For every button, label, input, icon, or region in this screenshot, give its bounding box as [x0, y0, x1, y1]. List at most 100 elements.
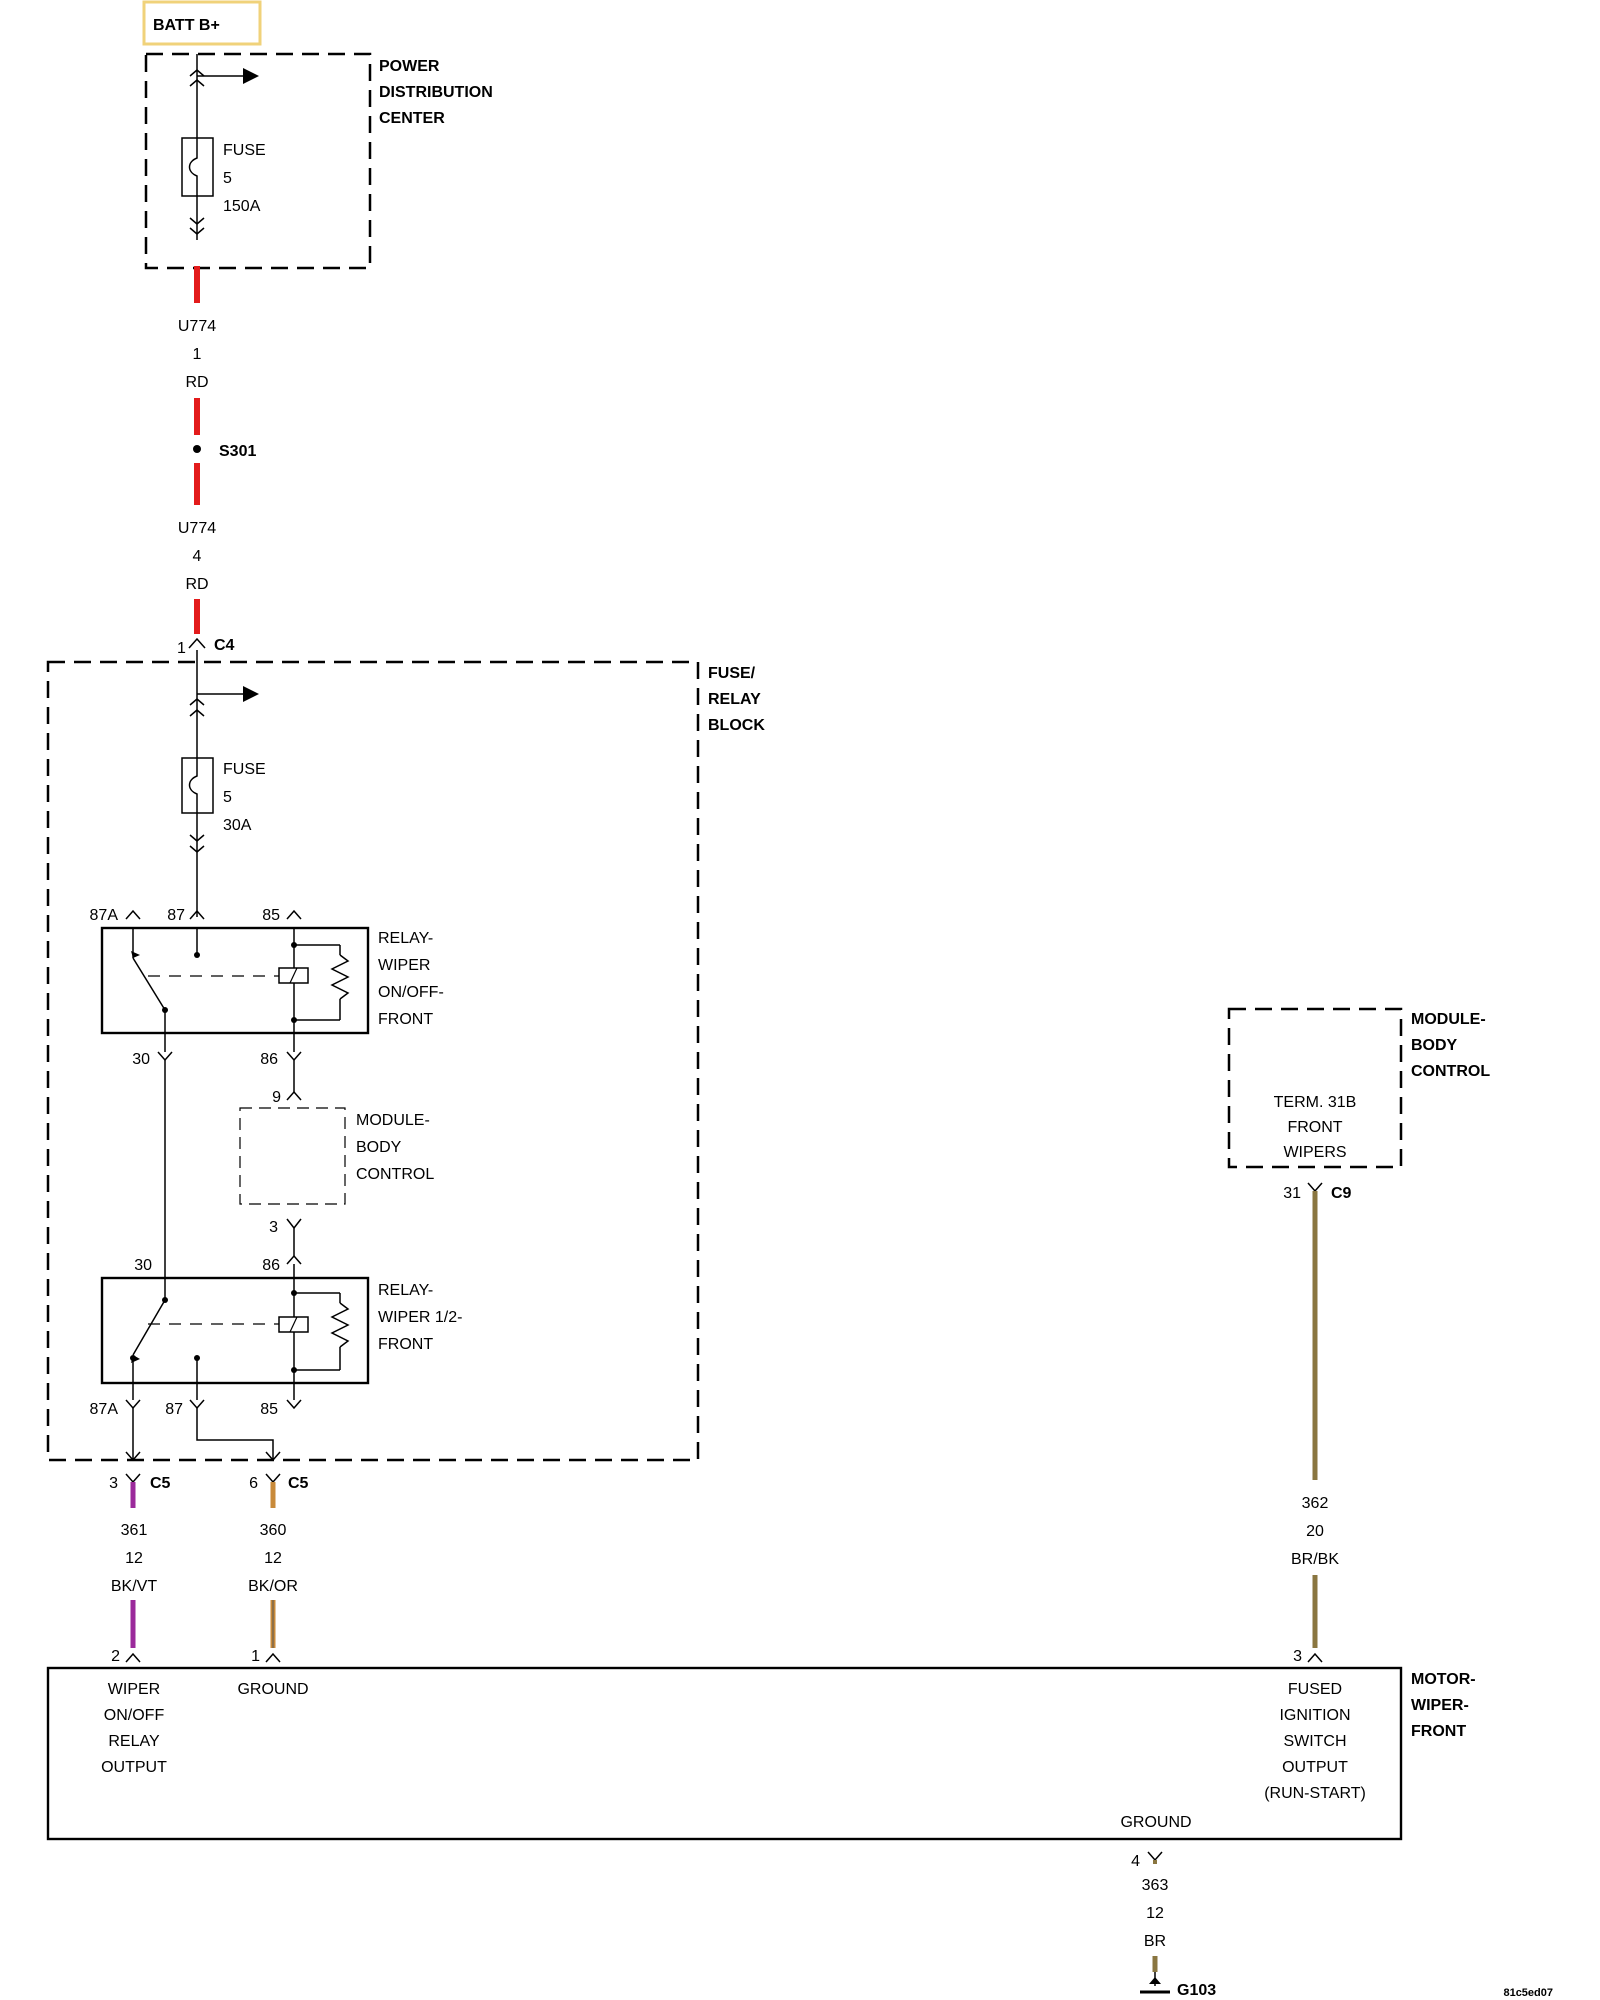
- diagram-id: 81c5ed07: [1503, 1987, 1553, 1999]
- bcm-inner-pin-9: 9: [272, 1089, 281, 1106]
- wire-u774-upper-circuit: U774: [178, 318, 216, 335]
- relay2-label-line-2: WIPER 1/2-: [378, 1309, 462, 1326]
- bcm-inner-label-line-1: MODULE-: [356, 1112, 430, 1129]
- wire-u774-lower-color: RD: [185, 576, 208, 593]
- splice-s301: S301: [193, 443, 256, 460]
- frb-title-line-1: FUSE/: [708, 665, 756, 682]
- ground-g103: G103: [1140, 1972, 1216, 1999]
- wire-363-circuit: 363: [1142, 1877, 1169, 1894]
- frb-title-line-3: BLOCK: [708, 717, 765, 734]
- frb-fuse-label: FUSE: [223, 761, 266, 778]
- c9-name: C9: [1331, 1185, 1352, 1202]
- wire-362-circuit: 362: [1302, 1495, 1329, 1512]
- bcm-right-title-line-3: CONTROL: [1411, 1063, 1490, 1080]
- ground-label: G103: [1177, 1982, 1216, 1999]
- relay1-pin-85: 85: [262, 907, 280, 924]
- wire-363-color: BR: [1144, 1933, 1166, 1950]
- motor-pin4-label: GROUND: [1120, 1814, 1191, 1831]
- wire-360: 360 12 BK/OR: [248, 1482, 298, 1648]
- relay-wiper-on-off-front: 87A 87 85 RELAY- WIPER: [90, 907, 444, 1068]
- pdc-feed-arrow: [243, 68, 259, 84]
- motor-pin1-label: GROUND: [237, 1681, 308, 1698]
- relay2-pin-85: 85: [260, 1401, 278, 1418]
- wire-361-gauge: 12: [125, 1550, 143, 1567]
- frb-boundary: [46, 660, 700, 1462]
- relay1-pin-86: 86: [260, 1051, 278, 1068]
- bcm-right-inner-line-2: FRONT: [1287, 1119, 1342, 1136]
- c5a-name: C5: [150, 1475, 171, 1492]
- connector-c5-pin-6: 6 C5: [249, 1473, 309, 1492]
- relay2-87-exit-wire: [196, 1408, 274, 1460]
- motor-pin2-label-line-2: ON/OFF: [104, 1707, 165, 1724]
- relay1-label-line-2: WIPER: [378, 957, 430, 974]
- pdc-fuse-rating: 150A: [223, 198, 261, 215]
- wire-362: 362 20 BR/BK: [1291, 1191, 1339, 1648]
- motor-pin3-label-line-1: FUSED: [1288, 1681, 1342, 1698]
- c5b-name: C5: [288, 1475, 309, 1492]
- wire-363: 363 12 BR: [1142, 1860, 1169, 1972]
- bcm-inner-pin-3: 3: [269, 1219, 278, 1236]
- pdc-title-line-1: POWER: [379, 58, 440, 75]
- wire-360-gauge: 12: [264, 1550, 282, 1567]
- relay2-label-line-1: RELAY-: [378, 1282, 433, 1299]
- module-body-control-right: MODULE- BODY CONTROL TERM. 31B FRONT WIP…: [1227, 1007, 1490, 1169]
- wire-360-circuit: 360: [260, 1522, 287, 1539]
- pdc-fuse-number: 5: [223, 170, 232, 187]
- bcm-right-inner-line-1: TERM. 31B: [1274, 1094, 1357, 1111]
- c4-pin: 1: [177, 640, 186, 657]
- batt-b-plus-source: BATT B+: [142, 0, 262, 46]
- wire-360-color: BK/OR: [248, 1578, 298, 1595]
- frb-fuse-number: 5: [223, 789, 232, 806]
- motor-wiper-front: 2 1 3 MOTOR- WIPER- FRONT WIPER ON/OFF R…: [46, 1648, 1476, 1870]
- frb-title-line-2: RELAY: [708, 691, 761, 708]
- relay1-pin-30: 30: [132, 1051, 150, 1068]
- c5a-pin: 3: [109, 1475, 118, 1492]
- motor-pin2-label-line-4: OUTPUT: [101, 1759, 167, 1776]
- relay2-pin-30: 30: [134, 1257, 152, 1274]
- connector-c5-pin-3: 3 C5: [109, 1473, 171, 1492]
- bcm-right-inner-line-3: WIPERS: [1283, 1144, 1346, 1161]
- relay1-label-line-4: FRONT: [378, 1011, 433, 1028]
- splice-label: S301: [219, 443, 256, 460]
- wire-u774-upper: U774 1 RD: [178, 266, 216, 435]
- ground-arrow: [1149, 1977, 1161, 1984]
- wire-362-color: BR/BK: [1291, 1551, 1339, 1568]
- batt-label-box: [142, 0, 262, 46]
- wire-u774-lower-circuit: U774: [178, 520, 216, 537]
- frb-fuse-rating: 30A: [223, 817, 252, 834]
- motor-pin3-label-line-4: OUTPUT: [1282, 1759, 1348, 1776]
- c4-name: C4: [214, 637, 235, 654]
- wire-u774-lower-gauge: 4: [193, 548, 202, 565]
- c5b-pin: 6: [249, 1475, 258, 1492]
- bcm-right-title-line-2: BODY: [1411, 1037, 1458, 1054]
- motor-body: [46, 1666, 1403, 1841]
- wire-361-circuit: 361: [121, 1522, 148, 1539]
- pdc-title-line-2: DISTRIBUTION: [379, 84, 493, 101]
- motor-pin-4: 4: [1131, 1853, 1140, 1870]
- c9-pin: 31: [1283, 1185, 1301, 1202]
- bcm-right-boundary: [1227, 1007, 1403, 1169]
- relay-wiper-half-front: 30 86 RELAY- WIPER: [90, 1257, 463, 1418]
- motor-pin-2: 2: [111, 1648, 120, 1665]
- wire-u774-upper-color: RD: [185, 374, 208, 391]
- motor-pin2-label-line-3: RELAY: [108, 1733, 160, 1750]
- motor-pin3-label-line-2: IGNITION: [1279, 1707, 1350, 1724]
- frb-feed-arrow: [243, 686, 259, 702]
- module-body-control-inner: 9 MODULE- BODY CONTROL 3: [239, 1060, 434, 1265]
- pdc-boundary: [144, 52, 372, 270]
- wire-u774-lower: U774 4 RD: [178, 463, 216, 634]
- power-distribution-center: POWER DISTRIBUTION CENTER FUSE 5 150A: [144, 52, 493, 270]
- motor-title-line-2: WIPER-: [1411, 1697, 1469, 1714]
- motor-pin-1: 1: [251, 1648, 260, 1665]
- bcm-inner-label-line-3: CONTROL: [356, 1166, 434, 1183]
- wire-361-color: BK/VT: [111, 1578, 157, 1595]
- wire-u774-upper-gauge: 1: [193, 346, 202, 363]
- motor-pin2-label-line-1: WIPER: [108, 1681, 160, 1698]
- relay2-body: [100, 1276, 370, 1385]
- motor-pin3-label-line-5: (RUN-START): [1264, 1785, 1366, 1802]
- wire-362-gauge: 20: [1306, 1523, 1324, 1540]
- relay1-pin-87a: 87A: [90, 907, 119, 924]
- relay1-pin-87: 87: [167, 907, 185, 924]
- splice-dot: [193, 445, 201, 453]
